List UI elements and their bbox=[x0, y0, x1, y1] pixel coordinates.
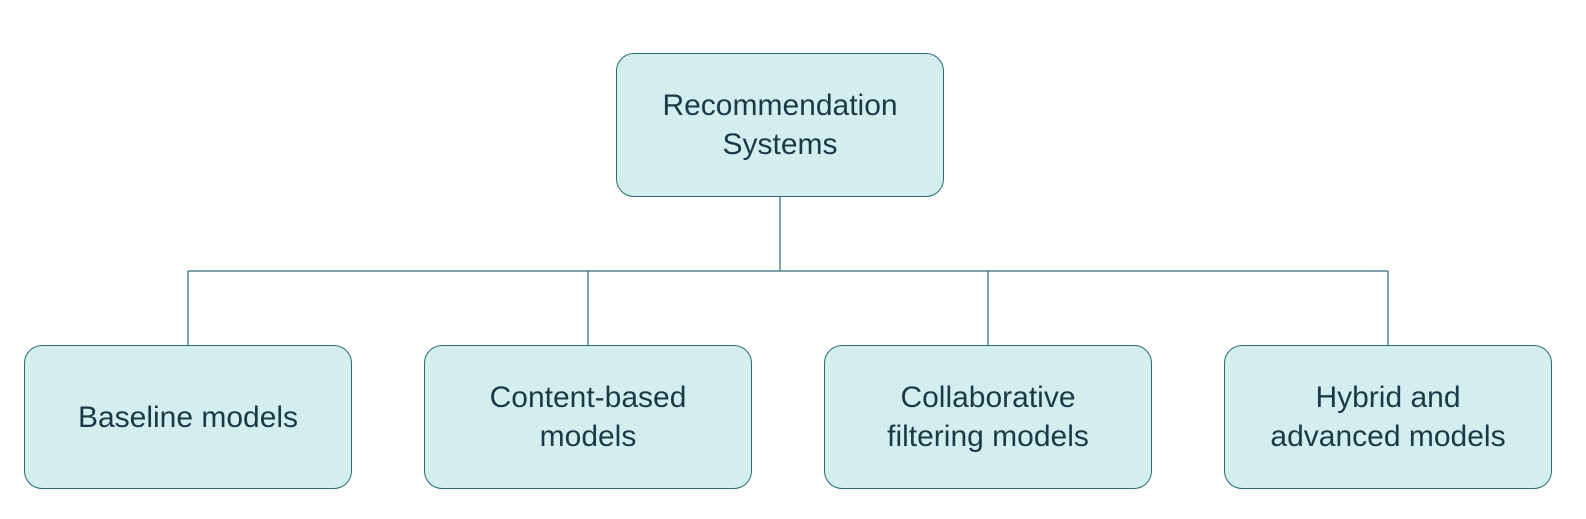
child-node-hybrid-advanced-models: Hybrid and advanced models bbox=[1224, 345, 1552, 489]
child-node-4-label-line1: Hybrid and bbox=[1315, 381, 1461, 414]
root-node-label-line2: Systems bbox=[722, 128, 838, 161]
root-node-recommendation-systems: Recommendation Systems bbox=[616, 53, 944, 197]
child-node-collaborative-filtering-models: Collaborative filtering models bbox=[824, 345, 1152, 489]
root-node-label-line1: Recommendation bbox=[662, 89, 898, 122]
child-node-4-label-line2: advanced models bbox=[1270, 420, 1506, 453]
child-node-2-label-line2: models bbox=[539, 420, 637, 453]
child-node-3-label-line1: Collaborative bbox=[900, 381, 1076, 414]
child-node-2-label-line1: Content-based bbox=[489, 381, 687, 414]
child-node-baseline-models: Baseline models bbox=[24, 345, 352, 489]
child-node-content-based-models: Content-based models bbox=[424, 345, 752, 489]
child-node-3-label-line2: filtering models bbox=[887, 420, 1089, 453]
child-node-1-label-line1: Baseline models bbox=[77, 400, 299, 434]
